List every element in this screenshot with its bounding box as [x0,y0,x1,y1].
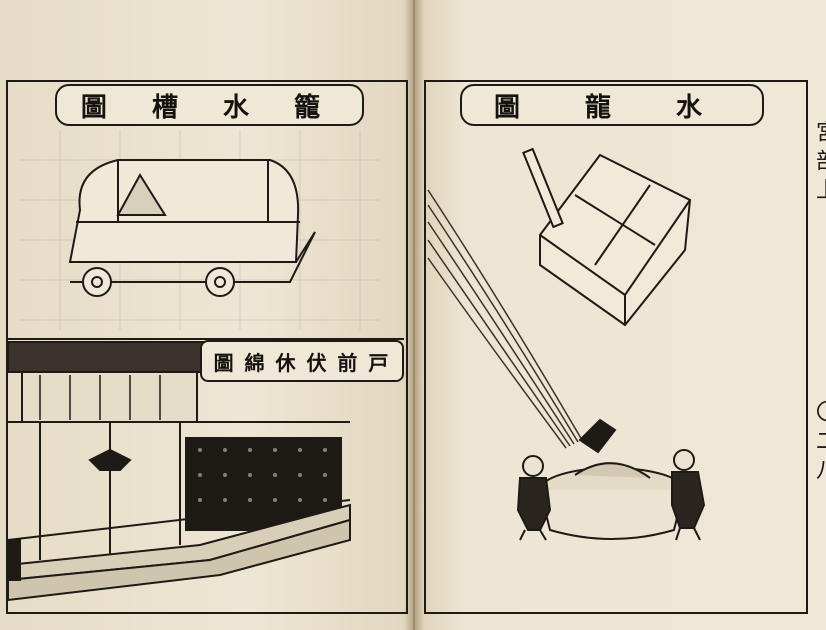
title-water-cage: 圖 槽 水 籠 [55,84,364,126]
side-label-top: 宮 部 上 [812,120,826,200]
book-gutter [404,0,424,630]
water-dragon-box [522,147,692,327]
water-tub-figures [516,418,706,541]
building-curtain [7,341,351,602]
title-curtain: 圖 綿 休 伏 前 戸 [200,340,404,382]
title-water-dragon: 圖 龍 水 [460,84,764,126]
water-cage-cart [68,159,316,297]
water-hose [427,189,583,449]
side-label-bottom: 〇 二 八 [812,400,826,480]
left-page-divider [8,338,404,340]
right-edge-column [806,80,826,612]
